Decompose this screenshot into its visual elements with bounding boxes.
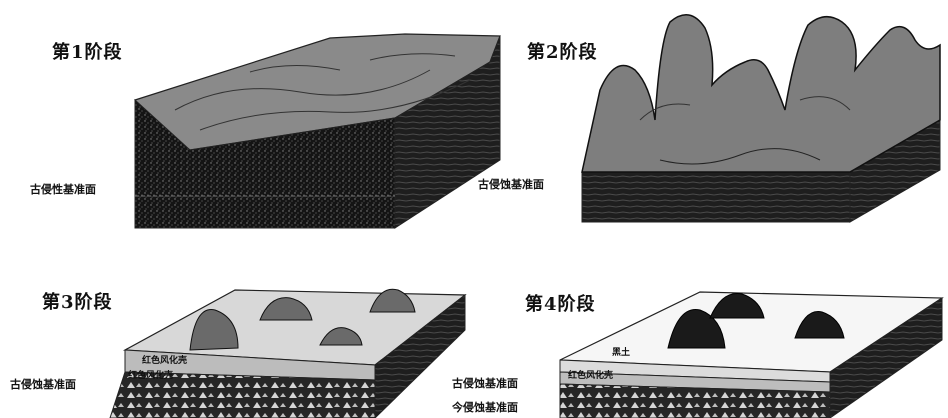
stage2-title: 第2阶段 [527,38,598,64]
stage2-block [582,15,940,222]
stage4-title: 第4阶段 [525,290,596,316]
stage4-weathering-label: 红色风化壳 [568,368,613,381]
stage2-front-face [582,172,850,222]
stage4-topsoil-label: 黑土 [612,345,630,358]
stage3-base-label: 古侵蚀基准面 [10,376,76,392]
stage1-base-label: 古侵性基准面 [30,181,96,197]
stage2-base-label: 古侵蚀基准面 [478,176,544,192]
stage2-karst-peaks [582,15,940,172]
stage1-block [135,34,500,228]
stage3-soil-mid-label: 红色风化壳 [128,368,173,381]
stage4-old-base-label: 古侵蚀基准面 [452,375,518,391]
stage4-new-base-label: 今侵蚀基准面 [452,399,518,415]
stage1-title: 第1阶段 [52,38,123,64]
stage3-title: 第3阶段 [42,288,113,314]
stage3-soil-top-label: 红色风化壳 [142,353,187,366]
